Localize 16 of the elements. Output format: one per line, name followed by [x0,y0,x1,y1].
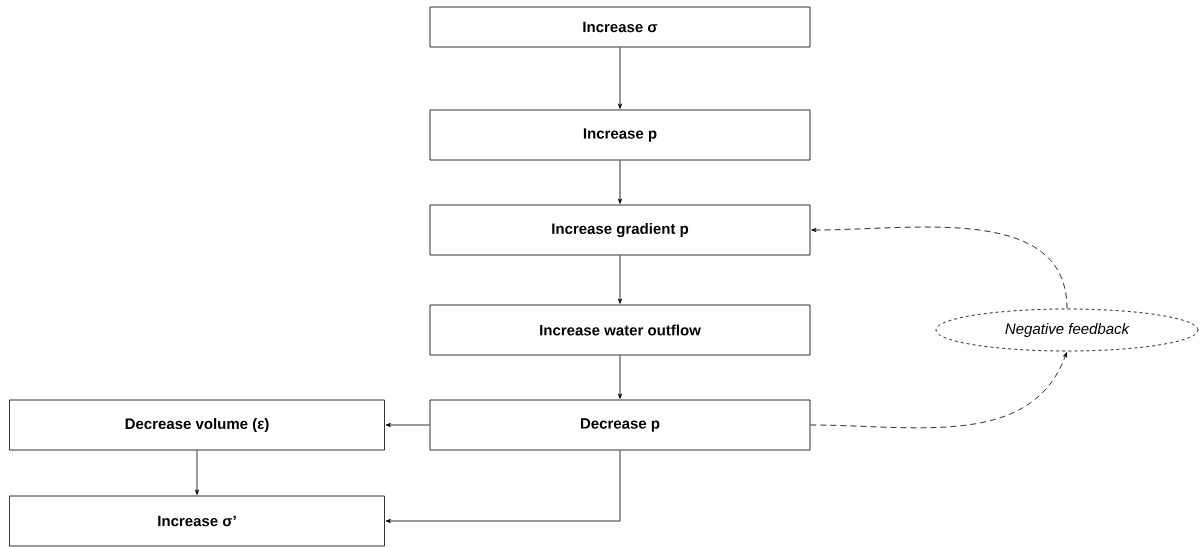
process-box: Increase p [429,109,811,161]
arrow [195,450,199,495]
arrow [618,160,622,204]
process-box: Increase water outflow [429,304,811,356]
process-box: Increase gradient p [429,204,811,256]
feedback-arrow [811,226,1068,309]
feedback-arrow [810,352,1067,429]
arrow [618,355,622,399]
arrow [618,47,622,109]
arrow [385,423,430,427]
process-box: Decrease volume (ε) [9,399,385,451]
process-box: Increase σ [429,6,811,48]
arrow [385,450,621,523]
arrow [618,255,622,304]
process-box: Increase σ’ [9,495,385,547]
process-box: Decrease p [429,399,811,451]
